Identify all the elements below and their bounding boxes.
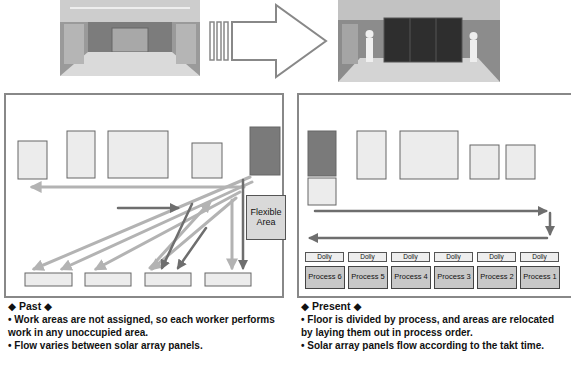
photo-light	[70, 7, 190, 9]
flow-arrow	[231, 200, 234, 268]
work-area	[308, 178, 336, 205]
flow-arrow-dark	[310, 237, 547, 240]
factory-photo-past	[60, 0, 200, 76]
arrow-shape	[232, 5, 326, 77]
process-box: Process 1	[520, 266, 560, 289]
box-label: Dolly	[403, 253, 417, 260]
dolly-box: Dolly	[477, 252, 516, 262]
photo-shelf	[342, 24, 358, 64]
work-area	[18, 141, 47, 179]
photo-ground	[338, 0, 500, 82]
flexible-area-box: Flexible Area	[246, 195, 286, 240]
transition-arrow	[210, 5, 326, 77]
work-area	[357, 131, 386, 179]
worker-head	[470, 32, 478, 40]
work-area	[67, 131, 95, 178]
work-area-dark	[250, 127, 280, 175]
past-notes: ◆ Past ◆• Work areas are not assigned, s…	[8, 300, 283, 352]
box-label: Dolly	[317, 253, 331, 260]
work-areas-past	[18, 127, 280, 286]
bullet-note: • Flow varies between solar array panels…	[8, 339, 283, 352]
worker-head	[366, 30, 374, 38]
box-label: Dolly	[489, 253, 503, 260]
box-label: Dolly	[532, 253, 546, 260]
box-label: Process 6	[308, 273, 341, 281]
work-area	[108, 131, 168, 178]
arrow-stripe	[217, 22, 221, 60]
photo-door	[112, 28, 148, 52]
work-area	[470, 145, 499, 179]
factory-photo-present	[338, 0, 500, 82]
flow-arrow-dark	[178, 228, 206, 268]
bullet-note: • Work areas are not assigned, so each w…	[8, 313, 283, 339]
dolly-box: Dolly	[434, 252, 473, 262]
work-area	[192, 143, 222, 178]
work-area	[25, 273, 72, 286]
box-label: Process 5	[351, 273, 384, 281]
worker	[366, 38, 373, 62]
flow-arrow-dark	[549, 213, 552, 234]
work-area	[400, 131, 458, 179]
bullet-note: • Floor is divided by process, and areas…	[301, 313, 567, 339]
box-label: Dolly	[446, 253, 460, 260]
flow-arrow	[96, 192, 240, 269]
box-label: Process 4	[394, 273, 427, 281]
work-areas-present	[308, 131, 535, 205]
present-panel	[298, 94, 571, 297]
box-label: Flexible Area	[249, 208, 283, 228]
process-box: Process 3	[434, 266, 474, 289]
worker	[470, 40, 477, 62]
box-label: Process 2	[480, 273, 513, 281]
flow-arrow	[34, 177, 250, 269]
photo-ground	[60, 0, 200, 76]
past-panel	[5, 94, 283, 297]
box-label: Process 1	[523, 273, 556, 281]
process-box: Process 6	[305, 266, 345, 289]
panel-line	[410, 18, 411, 62]
dolly-box: Dolly	[305, 252, 344, 262]
present-notes: ◆ Present ◆• Floor is divided by process…	[301, 300, 567, 352]
work-area-dark	[308, 131, 336, 176]
section-heading: ◆ Present ◆	[301, 300, 567, 313]
panel-line	[436, 18, 437, 62]
flow-arrow-dark	[315, 210, 546, 213]
work-area	[205, 273, 251, 286]
flow-arrow-dark	[118, 207, 178, 210]
arrow-stripe	[210, 22, 214, 60]
photo-ceiling	[338, 0, 500, 20]
photo-shelf	[176, 24, 196, 64]
process-box: Process 4	[391, 266, 431, 289]
dolly-box: Dolly	[520, 252, 559, 262]
dolly-box: Dolly	[348, 252, 387, 262]
flow-arrow	[150, 202, 210, 268]
section-heading: ◆ Past ◆	[8, 300, 283, 313]
solar-panel	[384, 18, 462, 62]
arrow-stripe	[224, 22, 228, 60]
flows-present	[310, 211, 550, 238]
process-box: Process 2	[477, 266, 517, 289]
flow-arrow	[32, 186, 244, 189]
photo-wall	[88, 22, 172, 52]
process-box: Process 5	[348, 266, 388, 289]
dolly-box: Dolly	[391, 252, 430, 262]
flow-arrow-dark	[162, 204, 192, 268]
bullet-note: • Solar array panels flow according to t…	[301, 339, 567, 352]
work-area	[145, 273, 191, 286]
flow-arrow	[62, 182, 252, 269]
box-label: Dolly	[360, 253, 374, 260]
flow-arrow-dark	[242, 180, 245, 268]
work-area	[85, 273, 131, 286]
photo-ceiling	[60, 0, 200, 22]
flows-past	[32, 177, 252, 269]
photo-shelf	[64, 24, 84, 64]
box-label: Process 3	[437, 273, 470, 281]
work-area	[506, 145, 535, 179]
